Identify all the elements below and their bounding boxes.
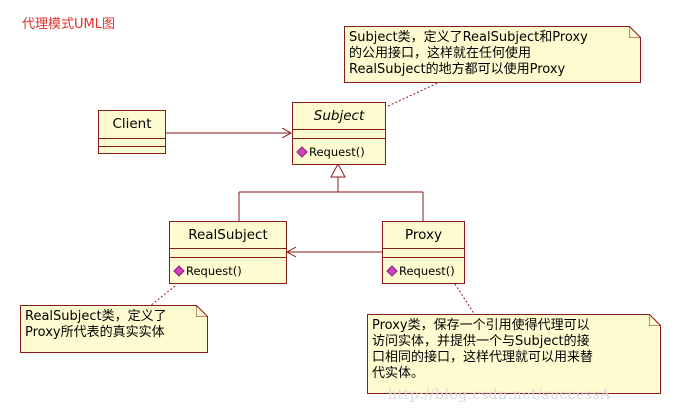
note-subject: Subject类，定义了RealSubject和Proxy 的公用接口，这样就在… bbox=[344, 26, 641, 83]
class-proxy-operations: Request() bbox=[383, 258, 464, 284]
class-client-attributes bbox=[99, 139, 165, 147]
note-realsubject-line-2: Proxy所代表的真实实体 bbox=[25, 325, 165, 340]
class-proxy-attributes bbox=[383, 249, 464, 258]
note-anchors bbox=[149, 81, 476, 316]
note-realsubject-line-1: RealSubject类，定义了 bbox=[25, 309, 167, 324]
class-client: Client bbox=[98, 110, 166, 154]
operation-marker-icon bbox=[173, 265, 185, 277]
proxy-operation: Request() bbox=[399, 264, 455, 278]
class-subject-operations: Request() bbox=[293, 139, 385, 165]
class-client-operations bbox=[99, 147, 165, 155]
note-fold-icon bbox=[629, 26, 641, 38]
note-fold-icon bbox=[649, 314, 661, 326]
class-subject: Subject Request() bbox=[292, 102, 386, 165]
class-subject-attributes bbox=[293, 130, 385, 139]
generalization-arrows bbox=[238, 162, 424, 221]
class-realsubject-attributes bbox=[170, 249, 286, 258]
class-realsubject-operations: Request() bbox=[170, 258, 286, 284]
class-realsubject: RealSubject Request() bbox=[169, 221, 287, 284]
realsubject-operation: Request() bbox=[186, 264, 242, 278]
note-proxy-line-3: 口相同的接口，这样代理就可以用来替 bbox=[372, 350, 594, 365]
note-subject-line-3: RealSubject的地方都可以使用Proxy bbox=[349, 62, 566, 77]
note-proxy: Proxy类，保存一个引用使得代理可以 访问实体，并提供一个与Subject的接… bbox=[367, 314, 661, 394]
operation-marker-icon bbox=[386, 265, 398, 277]
operation-marker-icon bbox=[296, 146, 308, 158]
class-realsubject-name: RealSubject bbox=[170, 222, 286, 249]
note-subject-line-2: 的公用接口，这样就在任何使用 bbox=[349, 46, 532, 61]
watermark: http://blog.csdn.net/successA bbox=[388, 387, 611, 403]
class-proxy: Proxy Request() bbox=[382, 221, 465, 284]
class-subject-name: Subject bbox=[293, 103, 385, 130]
class-proxy-name: Proxy bbox=[383, 222, 464, 249]
note-proxy-line-2: 访问实体，并提供一个与Subject的接 bbox=[372, 334, 590, 349]
class-client-name: Client bbox=[99, 111, 165, 139]
note-proxy-line-1: Proxy类，保存一个引用使得代理可以 bbox=[372, 318, 590, 333]
subject-operation: Request() bbox=[309, 145, 365, 159]
note-fold-icon bbox=[196, 305, 208, 317]
note-proxy-line-4: 代实体。 bbox=[372, 366, 425, 381]
note-realsubject: RealSubject类，定义了 Proxy所代表的真实实体 bbox=[20, 305, 208, 353]
diagram-title: 代理模式UML图 bbox=[22, 17, 115, 32]
note-subject-line-1: Subject类，定义了RealSubject和Proxy bbox=[349, 30, 588, 45]
